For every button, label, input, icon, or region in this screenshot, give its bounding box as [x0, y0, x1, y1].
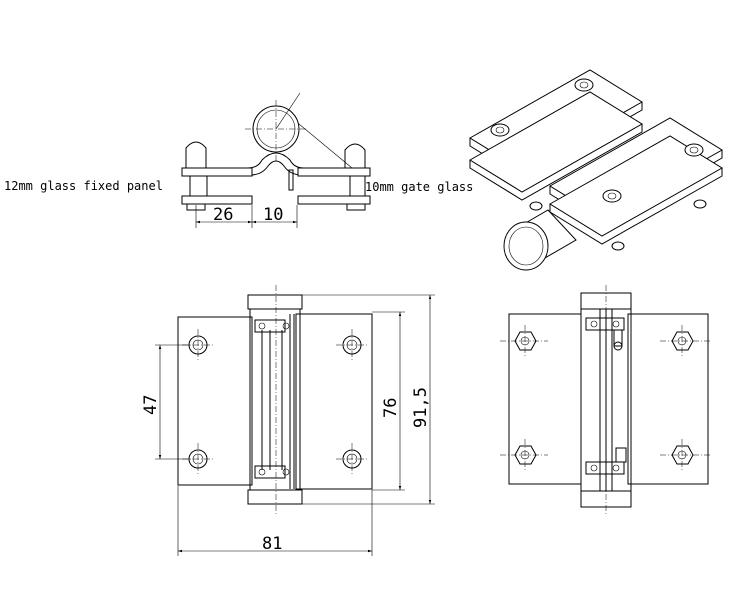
dim-10: 10: [263, 205, 283, 225]
dim-26: 26: [213, 205, 233, 225]
label-gate-glass: 10mm gate glass: [365, 180, 473, 194]
dim-91-5: 91,5: [411, 387, 431, 428]
front-view: [155, 285, 435, 556]
label-fixed-panel: 12mm glass fixed panel: [4, 179, 163, 193]
dim-47: 47: [141, 395, 161, 415]
dim-76: 76: [381, 398, 401, 418]
plan-view: [181, 92, 371, 228]
isometric-view: [469, 69, 723, 271]
dim-81: 81: [262, 534, 282, 554]
rear-view: [500, 285, 710, 515]
